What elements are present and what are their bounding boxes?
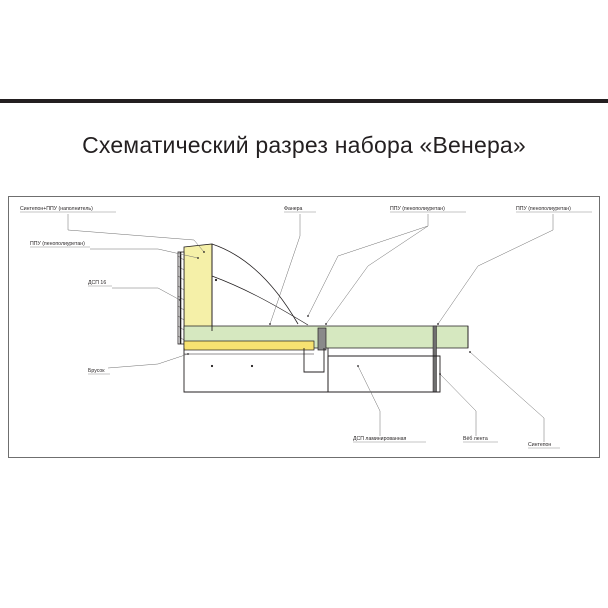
label-sintepon: Синтепон xyxy=(528,442,551,448)
backrest-foam-shape xyxy=(183,243,213,332)
board-hatching xyxy=(177,255,185,341)
hinge-block xyxy=(317,327,327,351)
leader-lines xyxy=(67,214,554,442)
label-fanera: Фанера xyxy=(284,206,302,212)
label-ppu-top-left: ППУ (пенополиуретан) xyxy=(30,241,85,247)
diagram-drawing: Синтепон+ППУ (наполнитель) ППУ (пенополи… xyxy=(8,196,600,458)
label-ppu-right: ППУ (пенополиуретан) xyxy=(516,206,571,212)
label-ppu-mid: ППУ (пенополиуретан) xyxy=(390,206,445,212)
label-brusok: Брусок xyxy=(88,368,105,374)
label-veb-lenta: Вёб лента xyxy=(463,436,488,442)
sofa-body-outline xyxy=(183,243,469,393)
label-dsp-16: ДСП 16 xyxy=(88,280,106,286)
plywood-strip xyxy=(183,340,315,351)
leader-endpoints xyxy=(179,251,471,375)
right-support-bar xyxy=(432,325,437,393)
diagram-labels: Синтепон+ППУ (наполнитель) ППУ (пенополи… xyxy=(20,206,571,448)
top-divider-rule xyxy=(0,99,608,103)
label-sintepon-ppu: Синтепон+ППУ (наполнитель) xyxy=(20,206,93,212)
page-title: Схематический разрез набора «Венера» xyxy=(82,132,526,158)
label-underlines xyxy=(20,211,592,449)
label-dsp-laminated: ДСП ламинированная xyxy=(353,436,407,442)
